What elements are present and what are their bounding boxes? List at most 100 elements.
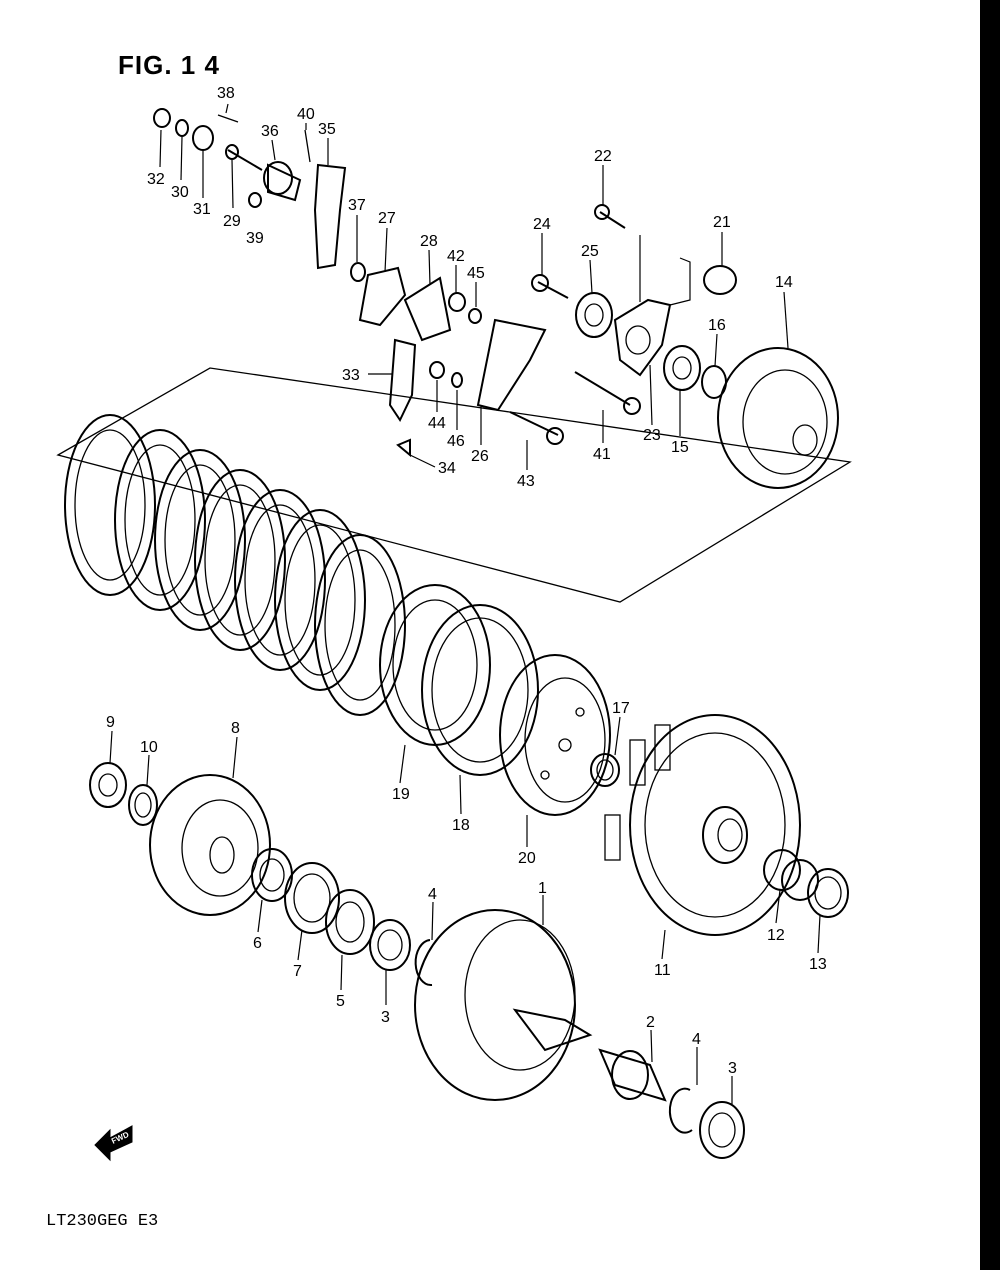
part-8-centrifugal-clutch	[149, 774, 271, 916]
part-13-thrust-washer	[807, 868, 849, 918]
callout-11: 11	[654, 962, 671, 979]
callout-44: 44	[428, 415, 446, 432]
callout-43: 43	[517, 473, 535, 490]
part-46-washer	[451, 372, 463, 388]
part-38-spring-pin	[217, 114, 239, 123]
part-45-washer	[468, 308, 482, 324]
callout-29: 29	[223, 213, 241, 230]
part-20-pressure-plate	[499, 654, 611, 816]
callout-labels: 1 2 3 3 4 4 5 6 7 8 9 10 11 12 13 14 15 …	[106, 85, 827, 1077]
part-37-washer	[350, 262, 366, 282]
part-24-bolt	[531, 274, 569, 299]
figure-title: FIG. 1 4	[118, 50, 220, 80]
callout-39: 39	[246, 230, 264, 247]
callout-1: 1	[538, 880, 547, 897]
part-29-adjuster-screw	[225, 144, 263, 171]
callout-6: 6	[253, 935, 262, 952]
callout-4-front: 4	[428, 886, 437, 903]
callout-42: 42	[447, 248, 465, 265]
part-26-bracket	[476, 318, 547, 412]
part-30-washer	[175, 119, 189, 137]
callout-46: 46	[447, 433, 465, 450]
callout-9: 9	[106, 714, 115, 731]
part-18-toothed-plate	[421, 604, 539, 776]
callout-26: 26	[471, 448, 489, 465]
part-7-one-way-bearing	[284, 862, 340, 934]
part-44-bolt	[429, 361, 445, 379]
callout-19: 19	[392, 786, 410, 803]
callout-8: 8	[231, 720, 240, 737]
part-27-plate	[358, 266, 407, 327]
callout-30: 30	[171, 184, 189, 201]
callout-13: 13	[809, 956, 827, 973]
part-36-release-cam	[263, 161, 302, 202]
part-14-clutch-hub	[717, 347, 839, 489]
callout-37: 37	[348, 197, 366, 214]
part-10-washer	[128, 784, 158, 826]
part-23-lifter-plate	[613, 298, 672, 377]
part-15-bearing	[663, 345, 701, 391]
callout-7: 7	[293, 963, 302, 980]
callout-45: 45	[467, 265, 485, 282]
part-4-circlip-front	[414, 939, 433, 987]
callout-10: 10	[140, 739, 158, 756]
callout-25: 25	[581, 243, 599, 260]
part-5-washer	[325, 889, 375, 955]
part-34-bolt	[396, 438, 411, 458]
part-39-screw	[248, 192, 262, 208]
callout-28: 28	[420, 233, 438, 250]
callout-4-rear: 4	[692, 1031, 701, 1048]
part-22-bolt	[594, 204, 626, 229]
callout-3-rear: 3	[728, 1060, 737, 1077]
part-17-washer	[590, 753, 620, 787]
page-edge-bar	[980, 0, 1000, 1270]
callout-24: 24	[533, 216, 551, 233]
callout-41: 41	[593, 446, 611, 463]
callout-38: 38	[217, 85, 235, 102]
callout-3-front: 3	[381, 1009, 390, 1026]
part-3-needle-bearing-front	[369, 919, 411, 971]
part-35-release-arm	[313, 163, 347, 270]
part-21-spring	[703, 265, 737, 295]
callout-21: 21	[713, 214, 731, 231]
clutch-plate-stack	[64, 414, 406, 716]
part-40-cotter-pin	[304, 129, 311, 163]
callout-2: 2	[646, 1014, 655, 1031]
part-25-bearing	[575, 292, 613, 338]
callout-17: 17	[612, 700, 630, 717]
callout-22: 22	[594, 148, 612, 165]
callout-12: 12	[767, 927, 785, 944]
plate-group-outline	[56, 367, 852, 603]
callout-32: 32	[147, 171, 165, 188]
part-43-bolt	[509, 411, 564, 445]
callout-23: 23	[643, 427, 661, 444]
part-1-clutch-drum	[414, 909, 593, 1101]
part-32-nut	[153, 108, 171, 128]
fwd-arrow-icon: FWD	[94, 1125, 133, 1162]
callout-34: 34	[438, 460, 456, 477]
callout-31: 31	[193, 201, 211, 218]
part-9-nut	[89, 762, 127, 808]
callout-40: 40	[297, 106, 315, 123]
callout-18: 18	[452, 817, 470, 834]
part-2-sleeve	[598, 1048, 667, 1102]
part-11-clutch-housing	[604, 714, 801, 936]
callout-33: 33	[342, 367, 360, 384]
part-41-bolt	[574, 371, 641, 415]
part-28-plate	[403, 276, 452, 342]
callout-35: 35	[318, 121, 336, 138]
callout-15: 15	[671, 439, 689, 456]
part-4-circlip-rear	[668, 1087, 693, 1134]
callout-14: 14	[775, 274, 793, 291]
part-12-bushing	[763, 849, 819, 901]
callout-27: 27	[378, 210, 396, 227]
part-42-nut	[448, 292, 466, 312]
model-code: LT230GEG E3	[46, 1212, 159, 1231]
callout-20: 20	[518, 850, 536, 867]
part-3-needle-bearing-rear	[699, 1101, 745, 1159]
part-31-washer	[192, 125, 214, 151]
callout-16: 16	[708, 317, 726, 334]
part-33-lever	[388, 338, 417, 423]
